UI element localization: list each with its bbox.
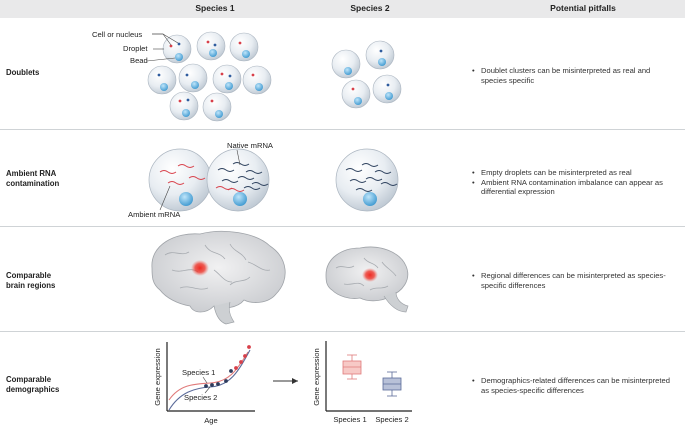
brain-region-hotspot: [191, 260, 209, 276]
droplet-with-cell: [206, 148, 270, 212]
row-separator: [0, 331, 685, 332]
pitfalls-ambient-rna: Empty droplets can be misinterpreted as …: [472, 168, 677, 197]
droplet: [365, 40, 395, 70]
pitfalls-doublets: Doublet clusters can be misinterpreted a…: [472, 66, 677, 85]
pitfalls-brain-regions: Regional differences can be misinterpret…: [472, 271, 677, 290]
droplet: [169, 91, 199, 121]
data-point: [229, 369, 233, 373]
row-label-line: brain regions: [6, 281, 56, 290]
pitfall-item: Ambient RNA contamination imbalance can …: [472, 178, 677, 197]
droplet: [147, 65, 177, 95]
ambient-droplets-species-1: Native mRNA Ambient mRNA: [128, 141, 274, 219]
box-species-1: [342, 354, 362, 380]
droplet: [178, 63, 208, 93]
row-separator: [0, 226, 685, 227]
droplet: [196, 31, 226, 61]
data-point: [234, 366, 238, 370]
droplet: [229, 32, 259, 62]
droplet-empty: [148, 148, 212, 212]
row-label-line: contamination: [6, 179, 60, 188]
header-bar: [0, 0, 685, 18]
annotation-ambient-mrna: Ambient mRNA: [128, 210, 181, 219]
row-label-ambient-rna: Ambient RNA contamination: [6, 169, 59, 189]
row-label-line: Comparable: [6, 271, 52, 280]
header-species-1: Species 1: [195, 3, 235, 13]
box-category-species-1: Species 1: [333, 415, 366, 424]
annotation-native-mrna: Native mRNA: [227, 141, 274, 150]
age-expression-plot: Gene expression Age Species 1 Species 2: [153, 342, 255, 425]
droplet: [331, 49, 361, 79]
annotation-droplet: Droplet: [123, 44, 148, 53]
data-point: [239, 360, 243, 364]
plot-y-label: Gene expression: [153, 348, 162, 405]
brain-species-2: [325, 246, 409, 313]
annotation-bead: Bead: [130, 56, 148, 65]
row-label-doublets: Doublets: [6, 68, 39, 78]
pitfall-item: Doublet clusters can be misinterpreted a…: [472, 66, 677, 85]
ambient-droplet-species-2: [335, 148, 399, 212]
box-plot-y-label: Gene expression: [312, 348, 321, 405]
header-species-2: Species 2: [350, 3, 390, 13]
droplet: [372, 74, 402, 104]
row-label-brain-regions: Comparable brain regions: [6, 271, 55, 291]
series-label-species-1: Species 1: [182, 368, 215, 377]
doublet-annotations: Cell or nucleus Droplet Bead: [92, 30, 179, 65]
data-point: [243, 354, 247, 358]
droplet: [202, 92, 232, 122]
pitfall-item: Regional differences can be misinterpret…: [472, 271, 677, 290]
plot-x-label: Age: [204, 416, 218, 425]
droplet: [212, 64, 242, 94]
row-label-line: demographics: [6, 385, 60, 394]
box-species-2: [382, 371, 402, 397]
data-point: [204, 384, 208, 388]
droplet: [242, 65, 272, 95]
data-point: [216, 382, 220, 386]
data-point: [224, 379, 228, 383]
brain-species-1: [151, 230, 286, 325]
box-plot: Gene expression Species 1 Species 2: [312, 341, 412, 424]
data-point: [210, 383, 214, 387]
doublet-droplets-species-2: [331, 40, 402, 109]
header-potential-pitfalls: Potential pitfalls: [550, 3, 616, 13]
pitfall-item: Empty droplets can be misinterpreted as …: [472, 168, 677, 178]
droplet: [341, 79, 371, 109]
annotation-cell-or-nucleus: Cell or nucleus: [92, 30, 142, 39]
doublet-droplets-species-1: [147, 31, 272, 122]
row-label-line: Ambient RNA: [6, 169, 57, 178]
row-label-line: Doublets: [6, 68, 40, 77]
box-category-species-2: Species 2: [375, 415, 408, 424]
series-label-species-2: Species 2: [184, 393, 217, 402]
pitfalls-demographics: Demographics-related differences can be …: [472, 376, 677, 395]
row-label-line: Comparable: [6, 375, 52, 384]
row-separator: [0, 129, 685, 130]
row-label-demographics: Comparable demographics: [6, 375, 59, 395]
species-1-trend-line: [168, 351, 249, 401]
data-point: [247, 345, 251, 349]
brain-region-hotspot: [362, 268, 378, 282]
pitfall-item: Demographics-related differences can be …: [472, 376, 677, 395]
